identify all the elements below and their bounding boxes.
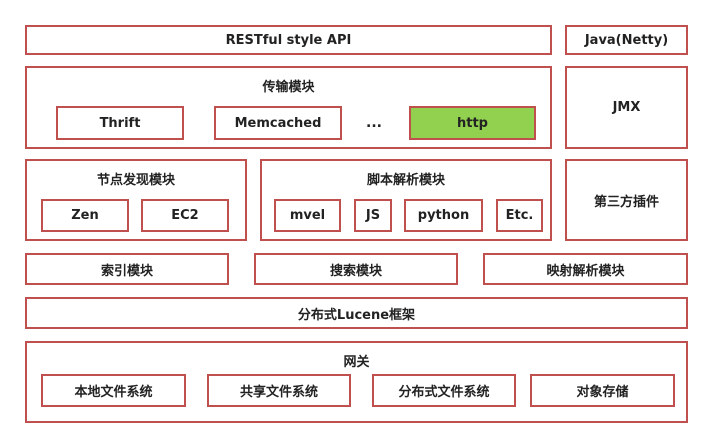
gateway-shared-fs-box: 共享文件系统 [207,374,351,407]
transport-ellipsis: ... [352,106,396,140]
script-mvel-label: mvel [289,208,326,223]
discovery-zen-box: Zen [41,199,129,232]
node-discovery-module-title: 节点发现模块 [96,173,175,188]
restful-api-box: RESTful style API [25,25,552,55]
jmx-box: JMX [565,66,688,149]
java-netty-box: Java(Netty) [565,25,688,55]
script-mvel-box: mvel [274,199,341,232]
gateway-object-storage-box: 对象存储 [530,374,675,407]
distributed-lucene-box: 分布式Lucene框架 [25,297,688,329]
script-etc-label: Etc. [505,208,534,223]
mapping-parsing-module-label: 映射解析模块 [546,263,625,279]
jmx-label: JMX [612,100,641,115]
gateway-shared-fs-label: 共享文件系统 [239,385,318,400]
script-etc-box: Etc. [496,199,543,232]
gateway-local-fs-box: 本地文件系统 [41,374,186,407]
script-parsing-module-title: 脚本解析模块 [366,173,445,188]
distributed-lucene-label: 分布式Lucene框架 [297,307,416,323]
third-party-plugins-label: 第三方插件 [593,194,659,210]
transport-memcached-label: Memcached [234,115,322,131]
transport-ellipsis-label: ... [366,115,382,131]
script-python-box: python [404,199,483,232]
discovery-ec2-label: EC2 [171,208,199,223]
transport-thrift-box: Thrift [56,106,184,140]
java-netty-label: Java(Netty) [584,32,669,48]
script-js-label: JS [365,208,381,223]
search-module-label: 搜索模块 [329,263,382,279]
transport-module-title: 传输模块 [262,80,315,95]
transport-http-box: http [409,106,536,140]
transport-thrift-label: Thrift [99,115,141,131]
discovery-ec2-box: EC2 [141,199,229,232]
gateway-distributed-fs-box: 分布式文件系统 [372,374,516,407]
gateway-distributed-fs-label: 分布式文件系统 [398,385,490,400]
restful-api-label: RESTful style API [225,32,352,48]
index-module-label: 索引模块 [100,263,153,279]
transport-memcached-box: Memcached [214,106,342,140]
transport-http-label: http [457,115,488,131]
script-python-label: python [417,208,470,223]
gateway-title: 网关 [343,355,370,370]
index-module-box: 索引模块 [25,253,229,285]
mapping-parsing-module-box: 映射解析模块 [483,253,688,285]
gateway-local-fs-label: 本地文件系统 [74,385,153,400]
script-js-box: JS [354,199,392,232]
discovery-zen-label: Zen [71,208,99,223]
gateway-object-storage-label: 对象存储 [576,385,629,400]
search-module-box: 搜索模块 [254,253,458,285]
third-party-plugins-box: 第三方插件 [565,159,688,241]
